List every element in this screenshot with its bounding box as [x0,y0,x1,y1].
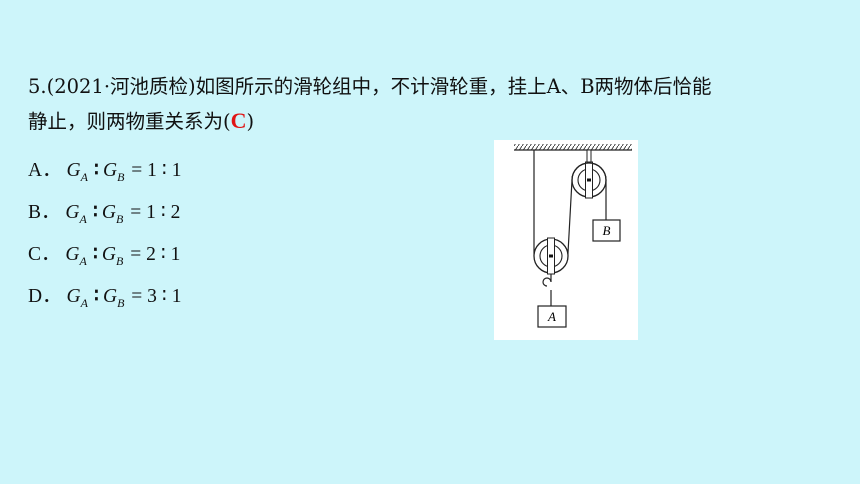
pulley-diagram: A B [494,140,638,340]
block-a-label: A [547,309,556,324]
question-line-2: 静止，则两物重关系为(C) [28,104,838,139]
weight-symbol-b: G [101,244,116,265]
options-list: A． GA∶GB = 1 ∶ 1 B． GA∶GB = 1 ∶ 2 C． GA∶… [28,153,182,321]
ratio-value: = 2 ∶ 1 [130,244,181,265]
answer-letter: C [230,108,247,133]
ratio-value: = 1 ∶ 1 [131,160,182,181]
question-line-2-text: 静止，则两物重关系为( [28,110,231,133]
subscript-b: B [116,254,124,268]
option-letter: A． [28,160,62,181]
weight-symbol-a: G [66,160,81,181]
pulley-svg: A B [514,144,632,328]
option-letter: B． [28,202,61,223]
ratio-value: = 3 ∶ 1 [131,286,182,307]
weight-symbol-b: G [102,286,118,307]
rope-over-fixed-pulley [567,162,607,254]
question-close-paren: ) [246,110,255,133]
ratio-colon: ∶ [92,244,98,265]
hook-icon [542,274,552,287]
subscript-a: A [80,296,88,310]
subscript-b: B [117,170,125,184]
block-b-label: B [603,223,611,238]
ceiling-hatch [514,144,632,150]
weight-symbol-b: G [101,202,116,223]
subscript-a: A [79,254,87,268]
movable-pulley [533,237,569,275]
option-b[interactable]: B． GA∶GB = 1 ∶ 2 [28,195,182,237]
block-a [537,305,567,328]
option-letter: D． [28,286,62,307]
question-line-1: 5.(2021·河池质检)如图所示的滑轮组中，不计滑轮重，挂上A、B两物体后恰能 [28,75,712,98]
option-d[interactable]: D． GA∶GB = 3 ∶ 1 [28,279,182,321]
ratio-colon: ∶ [92,202,98,223]
subscript-a: A [79,212,87,226]
ratio-colon: ∶ [93,286,99,307]
option-a[interactable]: A． GA∶GB = 1 ∶ 1 [28,153,182,195]
weight-symbol-a: G [65,202,80,223]
ratio-colon: ∶ [93,160,99,181]
subscript-b: B [116,212,124,226]
weight-symbol-a: G [66,286,81,307]
weight-symbol-a: G [65,244,80,265]
subscript-a: A [80,170,88,184]
ratio-value: = 1 ∶ 2 [130,202,181,223]
question-text: 5.(2021·河池质检)如图所示的滑轮组中，不计滑轮重，挂上A、B两物体后恰能… [28,70,838,139]
option-c[interactable]: C． GA∶GB = 2 ∶ 1 [28,237,182,279]
block-b [592,219,621,242]
weight-symbol-b: G [102,160,118,181]
option-letter: C． [28,244,61,265]
subscript-b: B [117,296,125,310]
